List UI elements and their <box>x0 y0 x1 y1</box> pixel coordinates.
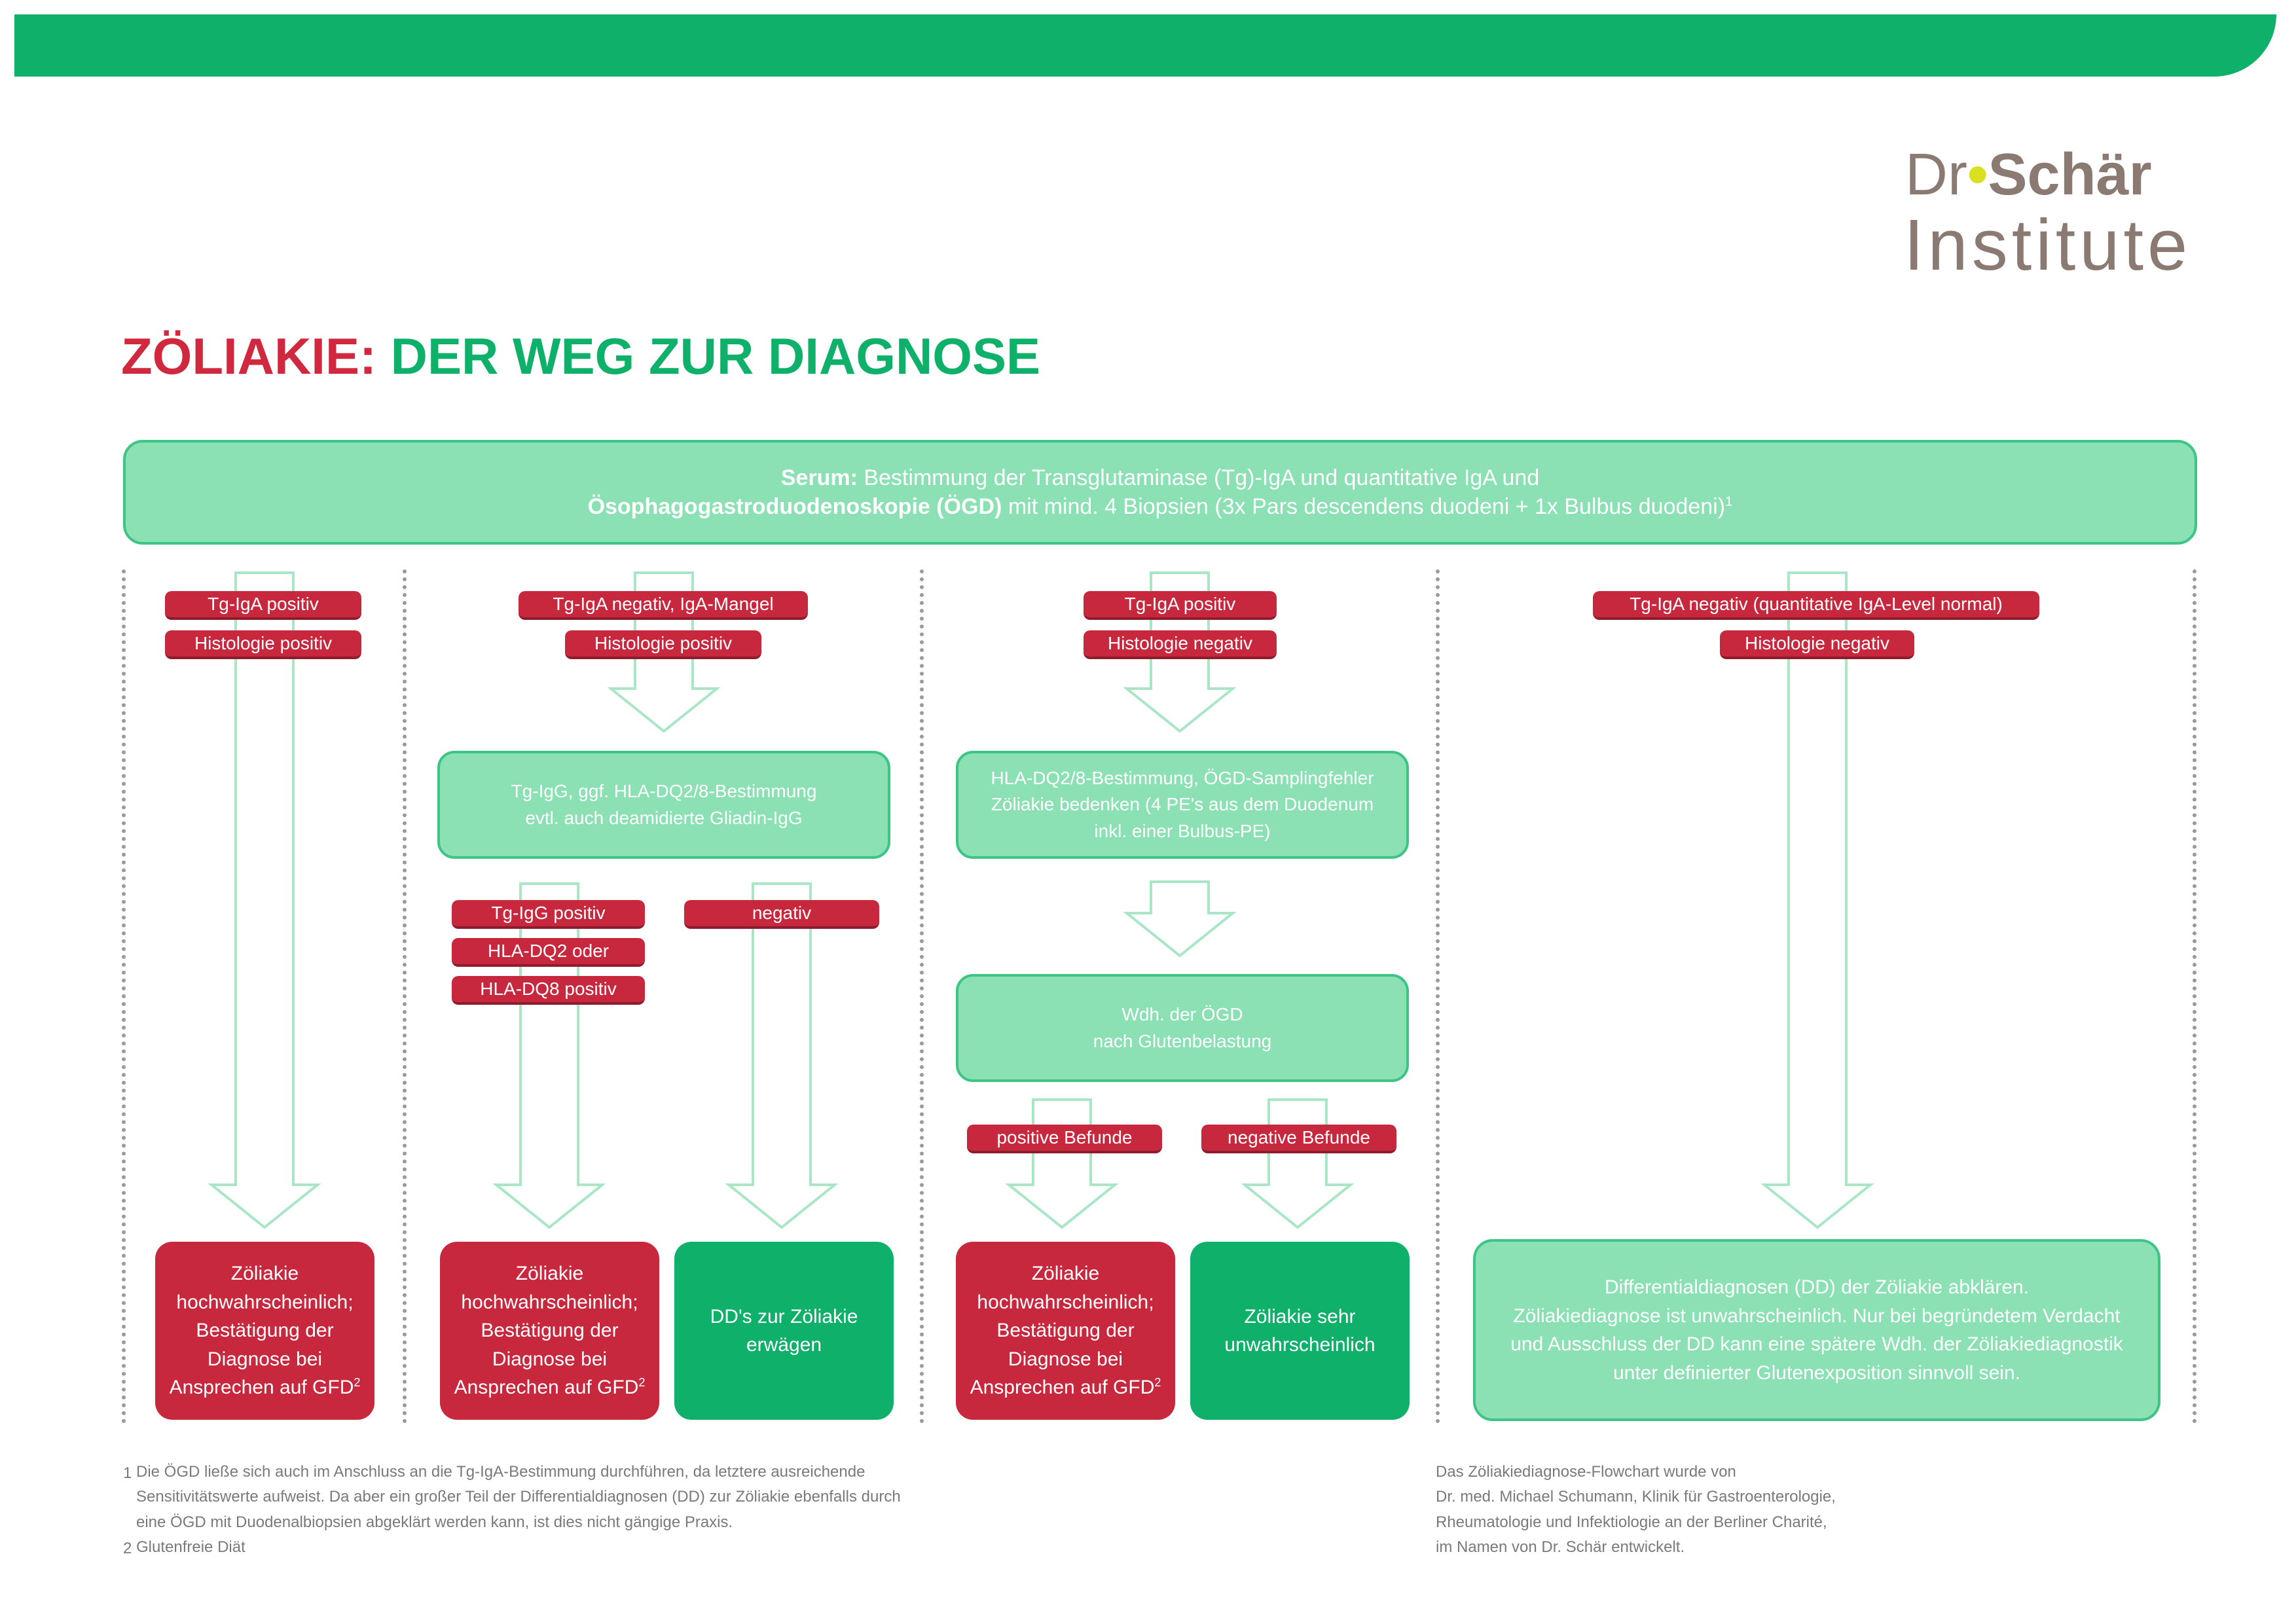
result-zoeliakie-hochwahrscheinlich: Zöliakie hochwahrscheinlich; Bestätigung… <box>956 1242 1175 1420</box>
logo-institute: Institute <box>1904 205 2192 285</box>
arrow-col2-left <box>492 882 606 1229</box>
tag-histologie-negativ: Histologie negativ <box>1084 630 1277 659</box>
arrow-col3-middle <box>1123 880 1237 958</box>
tag-tg-igg-positiv: Tg-IgG positiv <box>452 900 645 929</box>
title-part1: ZÖLIAKIE: <box>121 327 376 385</box>
arrow-col3-left <box>1005 1098 1119 1229</box>
logo-dr-schaer: Dr•Schär <box>1905 142 2152 208</box>
column-separator <box>1436 569 1440 1424</box>
title-part2: DER WEG ZUR DIAGNOSE <box>390 327 1041 385</box>
tag-hla-dq8-positiv: HLA-DQ8 positiv <box>452 976 645 1005</box>
tag-tg-iga-positiv: Tg-IgA positiv <box>165 591 361 620</box>
arrow-col2-right <box>725 882 839 1229</box>
column-separator <box>122 569 126 1424</box>
column-separator <box>920 569 924 1424</box>
tag-positive-befunde: positive Befunde <box>967 1125 1162 1153</box>
footnote-2-marker: 2 <box>123 1540 132 1557</box>
tag-tg-iga-negativ-iga-mangel: Tg-IgA negativ, IgA-Mangel <box>519 591 808 620</box>
footnote-1: Die ÖGD ließe sich auch im Anschluss an … <box>136 1463 901 1531</box>
result-differentialdiagnosen: Differentialdiagnosen (DD) der Zöliakie … <box>1473 1239 2160 1421</box>
result-zoeliakie-hochwahrscheinlich: Zöliakie hochwahrscheinlich; Bestätigung… <box>155 1242 374 1420</box>
column-separator <box>403 569 407 1424</box>
footnote-1-marker: 1 <box>123 1464 132 1482</box>
column-separator <box>2193 569 2196 1424</box>
box-tg-igg-hla: Tg-IgG, ggf. HLA-DQ2/8-Bestimmung evtl. … <box>437 751 890 859</box>
arrow-col3-right <box>1241 1098 1355 1229</box>
tag-tg-iga-positiv: Tg-IgA positiv <box>1084 591 1277 620</box>
serum-box: Serum: Bestimmung der Transglutaminase (… <box>123 440 2197 545</box>
tag-histologie-positiv: Histologie positiv <box>165 630 361 659</box>
tag-histologie-positiv: Histologie positiv <box>565 630 761 659</box>
tag-tg-iga-negativ-iga-level-normal: Tg-IgA negativ (quantitative IgA-Level n… <box>1593 591 2039 620</box>
top-green-bar <box>14 14 2276 77</box>
result-dds-erwaegen: DD's zur Zöliakie erwägen <box>674 1242 894 1420</box>
box-hla-oegd-samplingfehler: HLA-DQ2/8-Bestimmung, ÖGD-Samplingfehler… <box>956 751 1409 859</box>
footnote-2: Glutenfreie Diät <box>136 1538 246 1556</box>
result-zoeliakie-sehr-unwahrscheinlich: Zöliakie sehr unwahrscheinlich <box>1190 1242 1410 1420</box>
tag-histologie-negativ: Histologie negativ <box>1720 630 1914 659</box>
tag-negativ: negativ <box>684 900 879 929</box>
tag-hla-dq2-oder: HLA-DQ2 oder <box>452 938 645 967</box>
tag-negative-befunde: negative Befunde <box>1201 1125 1396 1153</box>
credit-note: Das Zöliakiediagnose-Flowchart wurde von… <box>1436 1463 1836 1557</box>
page-title: ZÖLIAKIE: DER WEG ZUR DIAGNOSE <box>121 331 1040 382</box>
arrow-col4 <box>1760 571 1874 1229</box>
box-wdh-oegd: Wdh. der ÖGD nach Glutenbelastung <box>956 974 1409 1082</box>
arrow-col1 <box>208 571 321 1229</box>
result-zoeliakie-hochwahrscheinlich: Zöliakie hochwahrscheinlich; Bestätigung… <box>440 1242 659 1420</box>
